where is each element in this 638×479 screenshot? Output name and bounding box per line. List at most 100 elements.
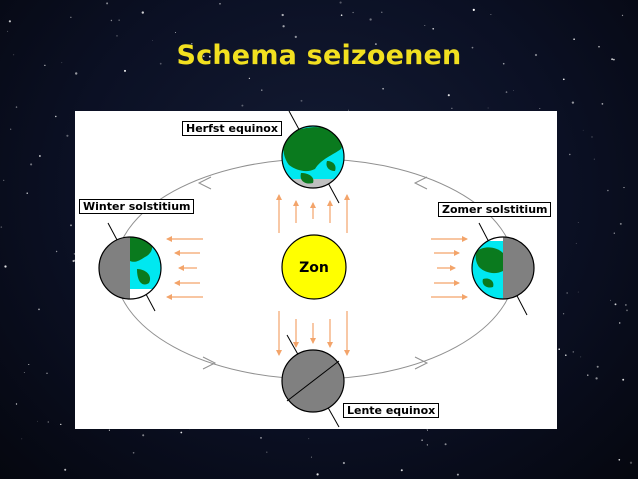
star [569,153,571,156]
star [132,451,135,454]
sun-label: Zon [299,260,329,276]
star [562,78,565,81]
star [70,224,72,227]
sun: Zon [281,234,347,300]
diagram-canvas: Zon [98,111,535,428]
slide-title: Schema seizoenen [176,40,462,71]
star [38,308,40,311]
star [369,18,372,21]
star [629,461,633,464]
star [490,14,492,16]
star [281,13,284,17]
star [593,158,595,160]
star [60,423,62,426]
star [15,106,18,108]
star [471,46,474,49]
star [505,91,508,93]
star [614,303,617,306]
star [175,32,176,34]
star [400,469,403,472]
star [55,250,58,253]
orbit-arrow [414,356,429,370]
star [447,94,450,97]
star [116,35,118,37]
star [340,14,343,17]
star [502,62,505,65]
star [3,179,5,182]
star [577,291,579,293]
star [108,429,110,431]
star [46,372,48,374]
earth-autumn-equinox [281,111,345,204]
star [219,2,221,5]
star [36,420,38,422]
star [30,163,33,166]
star [587,374,589,376]
star [487,107,489,109]
star [613,58,615,61]
star [566,292,568,294]
star [316,473,319,476]
star [421,439,423,442]
star [348,109,349,111]
star [596,365,599,368]
star [72,259,75,263]
star [241,104,244,107]
star [282,25,285,28]
star [310,456,312,458]
star [340,57,342,59]
label-winter-solstice: Winter solstitium [79,199,195,214]
star [28,364,30,365]
star [66,134,69,137]
star [513,90,514,91]
star [562,313,565,315]
star [8,20,11,23]
star [539,108,541,110]
star [44,64,46,66]
star [575,242,577,244]
star [621,14,624,17]
star [610,299,611,301]
star [47,421,49,423]
star [142,434,145,437]
star [426,429,429,431]
star [595,377,598,380]
star [61,62,63,64]
star [618,458,621,461]
star [342,461,345,465]
sun-rays-top [276,194,350,233]
star [106,2,109,5]
star [70,16,72,18]
star [308,438,310,440]
star [118,19,120,21]
star [159,62,162,65]
star [456,473,459,476]
star [141,11,144,14]
star [208,55,211,58]
star [611,58,613,61]
star [300,99,303,102]
seasons-diagram: Zon [75,111,557,429]
star [39,155,41,157]
star [580,356,582,358]
star [352,11,354,14]
star [577,222,579,223]
star [260,437,262,439]
sun-rays-left [166,236,203,300]
star [13,54,15,56]
star [4,265,7,268]
star [591,136,593,138]
star [26,192,28,194]
star [598,45,600,48]
orbit-arrow [202,356,217,370]
label-summer-solstice: Zomer solstitium [438,202,552,217]
star [248,77,251,80]
label-spring-equinox: Lente equinox [343,403,440,418]
star [73,253,76,255]
star [0,226,3,228]
star [534,53,538,57]
star [7,30,9,32]
earth-summer-solstice [471,222,535,316]
star [191,43,193,45]
star [10,128,12,130]
